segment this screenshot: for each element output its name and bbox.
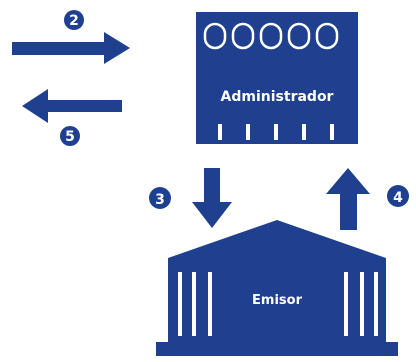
step-3-badge: 3 [149, 187, 171, 209]
step-4-number: 4 [393, 190, 403, 206]
step-4-arrow [326, 168, 370, 230]
emisor-label: Emisor [252, 293, 303, 308]
step-5-arrow [22, 89, 122, 123]
administrador-rings [203, 22, 339, 50]
step-2-arrow [12, 32, 130, 64]
step-3-arrow [192, 168, 232, 228]
administrador-teeth [218, 124, 334, 140]
step-3-number: 3 [155, 192, 165, 208]
administrador-label: Administrador [221, 89, 334, 105]
step-2-number: 2 [69, 13, 79, 29]
step-5-number: 5 [65, 129, 75, 145]
step-5-badge: 5 [60, 126, 80, 146]
administrador-node: Administrador [196, 12, 358, 144]
emisor-base [156, 342, 398, 356]
emisor-node: Emisor [156, 220, 398, 356]
emisor-columns [178, 272, 378, 336]
step-4-badge: 4 [387, 185, 409, 207]
step-2-badge: 2 [64, 10, 84, 30]
emisor-roof [168, 220, 386, 258]
